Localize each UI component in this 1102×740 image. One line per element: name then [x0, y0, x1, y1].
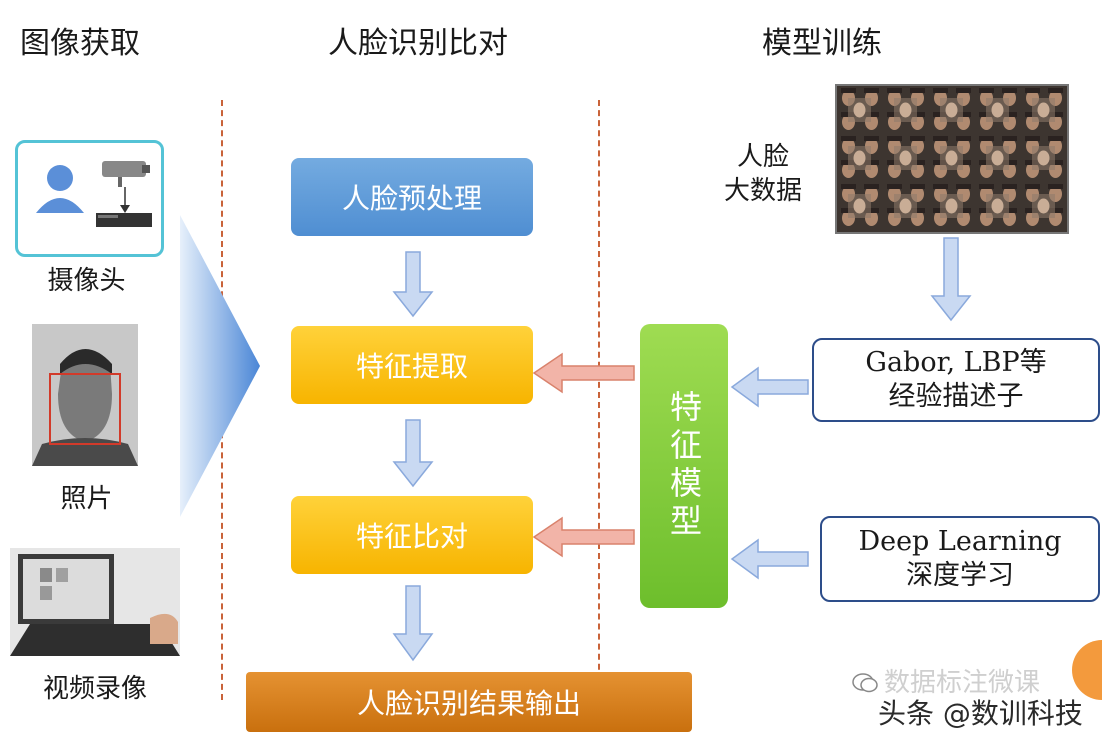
descriptor-line2: 经验描述子	[888, 381, 1024, 412]
label-camera: 摄像头	[47, 266, 126, 296]
result-output-label: 人脸识别结果输出	[356, 687, 581, 720]
deep-learning-box: Deep Learning 深度学习	[820, 516, 1100, 602]
separator-right	[598, 100, 600, 700]
label-photo: 照片	[60, 484, 113, 514]
camera-frame	[15, 140, 164, 257]
feature-extraction-box: 特征提取	[291, 326, 533, 404]
arrow-compare-to-output	[392, 585, 434, 662]
header-face-recognition: 人脸识别比对	[328, 26, 508, 61]
feature-model-box: 特征模型	[640, 324, 728, 608]
feature-extraction-label: 特征提取	[355, 350, 468, 383]
watermark-line1: 数据标注微课	[884, 668, 1041, 698]
feature-comparison-label: 特征比对	[355, 520, 468, 553]
bigdata-line1: 人脸	[736, 142, 789, 172]
arrow-descriptor-to-model	[730, 366, 809, 408]
result-output-box: 人脸识别结果输出	[246, 672, 692, 732]
feature-comparison-box: 特征比对	[291, 496, 533, 574]
deep-line2: 深度学习	[906, 560, 1014, 591]
watermark-line2: 头条 @数训科技	[878, 697, 1083, 730]
face-dataset-mosaic	[835, 84, 1069, 234]
bigdata-line2: 大数据	[723, 176, 802, 206]
arrow-bigdata-to-descriptor	[930, 237, 972, 322]
preprocess-label: 人脸预处理	[341, 182, 482, 215]
feature-model-label: 特征模型	[665, 390, 703, 542]
descriptor-line1: Gabor, LBP等	[865, 347, 1047, 378]
detection-box	[49, 373, 121, 445]
dvr-device-icon	[96, 213, 152, 227]
cctv-camera-icon	[102, 161, 150, 187]
face-mosaic-illustration	[837, 86, 1067, 232]
camera-illustration	[36, 161, 152, 227]
face-photo	[32, 324, 138, 466]
wechat-icon	[852, 672, 878, 694]
bigdata-label: 人脸 大数据	[708, 140, 818, 208]
deep-line1: Deep Learning	[858, 526, 1062, 557]
face-photo-illustration	[32, 324, 138, 466]
preprocess-box: 人脸预处理	[291, 158, 533, 236]
person-icon	[36, 165, 84, 213]
input-funnel-triangle	[180, 215, 260, 517]
arrow-preprocess-to-extract	[392, 251, 434, 318]
arrow-deep-to-model	[730, 538, 809, 580]
video-laptop	[10, 548, 180, 656]
arrow-down-icon	[120, 187, 130, 213]
arrow-model-to-extract	[532, 352, 635, 394]
header-model-training: 模型训练	[762, 26, 882, 61]
laptop-illustration	[10, 548, 180, 656]
header-image-acquisition: 图像获取	[20, 26, 140, 61]
label-video: 视频录像	[42, 674, 147, 704]
arrow-extract-to-compare	[392, 419, 434, 488]
arrow-model-to-compare	[532, 516, 635, 558]
handcrafted-descriptor-box: Gabor, LBP等 经验描述子	[812, 338, 1100, 422]
